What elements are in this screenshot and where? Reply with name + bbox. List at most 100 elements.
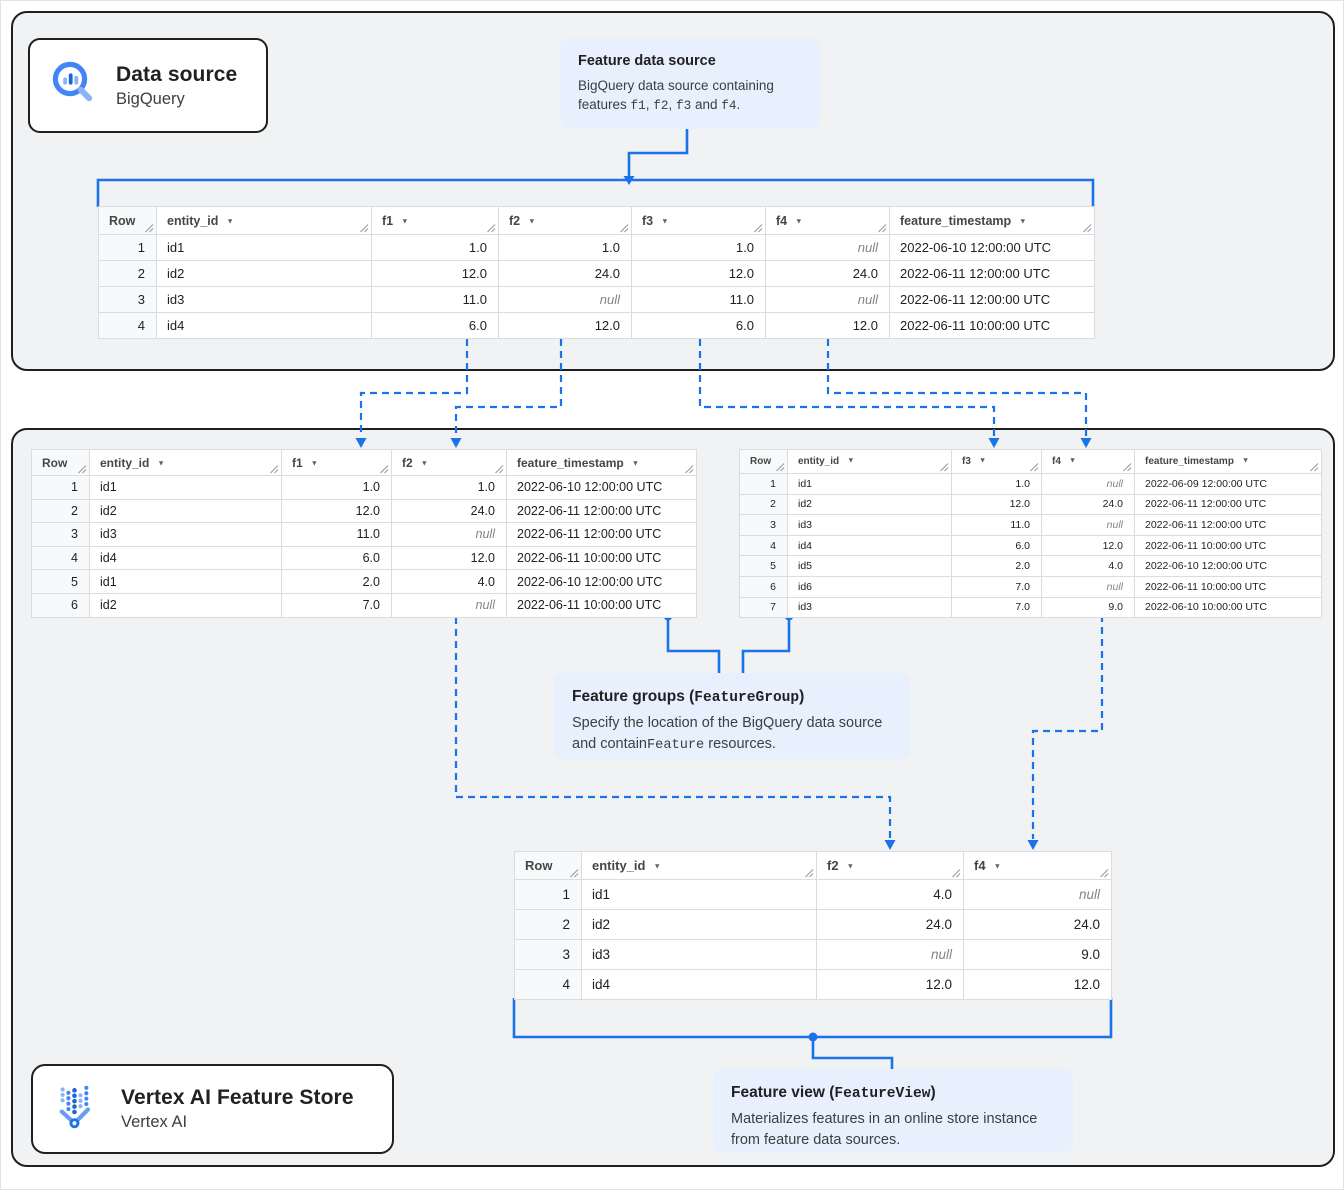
table-cell: id2 [581,909,817,940]
table-cell: 4.0 [1041,555,1135,577]
feature-groups-callout: Feature groups (FeatureGroup) Specify th… [554,673,910,759]
table-cell: 1 [514,879,582,910]
sort-arrow-icon: ▼ [310,458,319,467]
table-cell: 4 [31,545,90,571]
table-cell: id4 [787,534,952,557]
card-subtitle: BigQuery [116,89,185,108]
table-cell: 12.0 [631,260,766,287]
table-cell: 9.0 [1041,596,1135,619]
column-resize-icon [379,464,389,474]
table-cell: 24.0 [498,260,632,287]
vertex-ai-icon [53,1082,103,1137]
table-cell: 11.0 [631,286,766,313]
column-label: entity_id [798,456,840,467]
column-header: entity_id▼ [581,851,817,880]
column-label: f4 [974,858,986,873]
table-cell: 3 [514,939,582,970]
table-cell: id3 [787,514,952,536]
table-cell: id2 [156,260,372,287]
table-cell: 6 [31,592,90,618]
table-cell: 6.0 [631,312,766,339]
column-label: feature_timestamp [1145,456,1234,467]
callout-title: Feature data source [578,53,716,69]
column-resize-icon [939,462,949,472]
table-cell: id2 [89,592,282,618]
table-cell: 6.0 [371,312,499,339]
table-cell: 4 [514,969,582,1000]
card-title: Data source [116,62,238,86]
table-cell: id1 [156,234,372,261]
column-label: f2 [402,455,413,470]
column-label: Row [525,858,553,873]
column-header: Row [739,449,788,474]
column-resize-icon [77,464,87,474]
table-cell: 2022-06-11 12:00:00 UTC [1134,493,1322,516]
sort-arrow-icon: ▼ [528,216,536,225]
table-cell: 24.0 [391,498,507,524]
column-label: feature_timestamp [517,455,624,470]
sort-arrow-icon: ▼ [653,861,661,871]
table-cell: 1 [98,234,157,261]
column-label: Row [750,456,772,467]
column-label: f3 [962,456,971,467]
sort-arrow-icon: ▼ [420,458,429,467]
column-label: f2 [509,213,521,228]
column-label: feature_timestamp [900,213,1012,228]
table-cell: 1.0 [631,234,766,261]
table-cell: 2022-06-10 12:00:00 UTC [506,569,697,594]
table-cell: 2.0 [281,569,392,594]
table-cell: 2022-06-10 12:00:00 UTC [506,475,697,500]
table-cell: 2022-06-11 12:00:00 UTC [506,498,697,524]
column-label: f3 [642,213,654,228]
table-cell: 12.0 [1041,534,1135,557]
callout-title: Feature groups (FeatureGroup) [572,688,805,706]
column-resize-icon [1099,868,1109,878]
table-cell: id3 [787,596,952,619]
table-cell: 12.0 [391,545,507,571]
table-cell: 12.0 [963,969,1112,1000]
column-resize-icon [684,464,694,474]
callout-body: BigQuery data source containing features… [578,78,774,114]
table-cell: 2022-06-11 12:00:00 UTC [889,286,1095,313]
data-source-card: Data source BigQuery [28,38,268,133]
column-header: f1▼ [371,206,499,235]
column-header: feature_timestamp▼ [889,206,1095,235]
table-cell: 4 [98,312,157,339]
column-label: f1 [382,213,394,228]
table-cell: 24.0 [765,260,890,287]
table-cell: null [1041,575,1135,598]
table-cell: null [1041,473,1135,495]
table-cell: null [765,234,890,261]
table-cell: 2022-06-11 10:00:00 UTC [1134,534,1322,557]
table-cell: 5 [739,555,788,577]
table-cell: 2022-06-11 12:00:00 UTC [889,260,1095,287]
table-cell: 11.0 [951,514,1042,536]
table-cell: 9.0 [963,939,1112,970]
table-cell: null [765,286,890,313]
table-cell: 2022-06-10 12:00:00 UTC [889,234,1095,261]
column-label: f4 [776,213,788,228]
table-cell: 4.0 [391,569,507,594]
table-cell: id4 [89,545,282,571]
column-resize-icon [619,223,629,233]
callout-body: Specify the location of the BigQuery dat… [572,715,883,753]
